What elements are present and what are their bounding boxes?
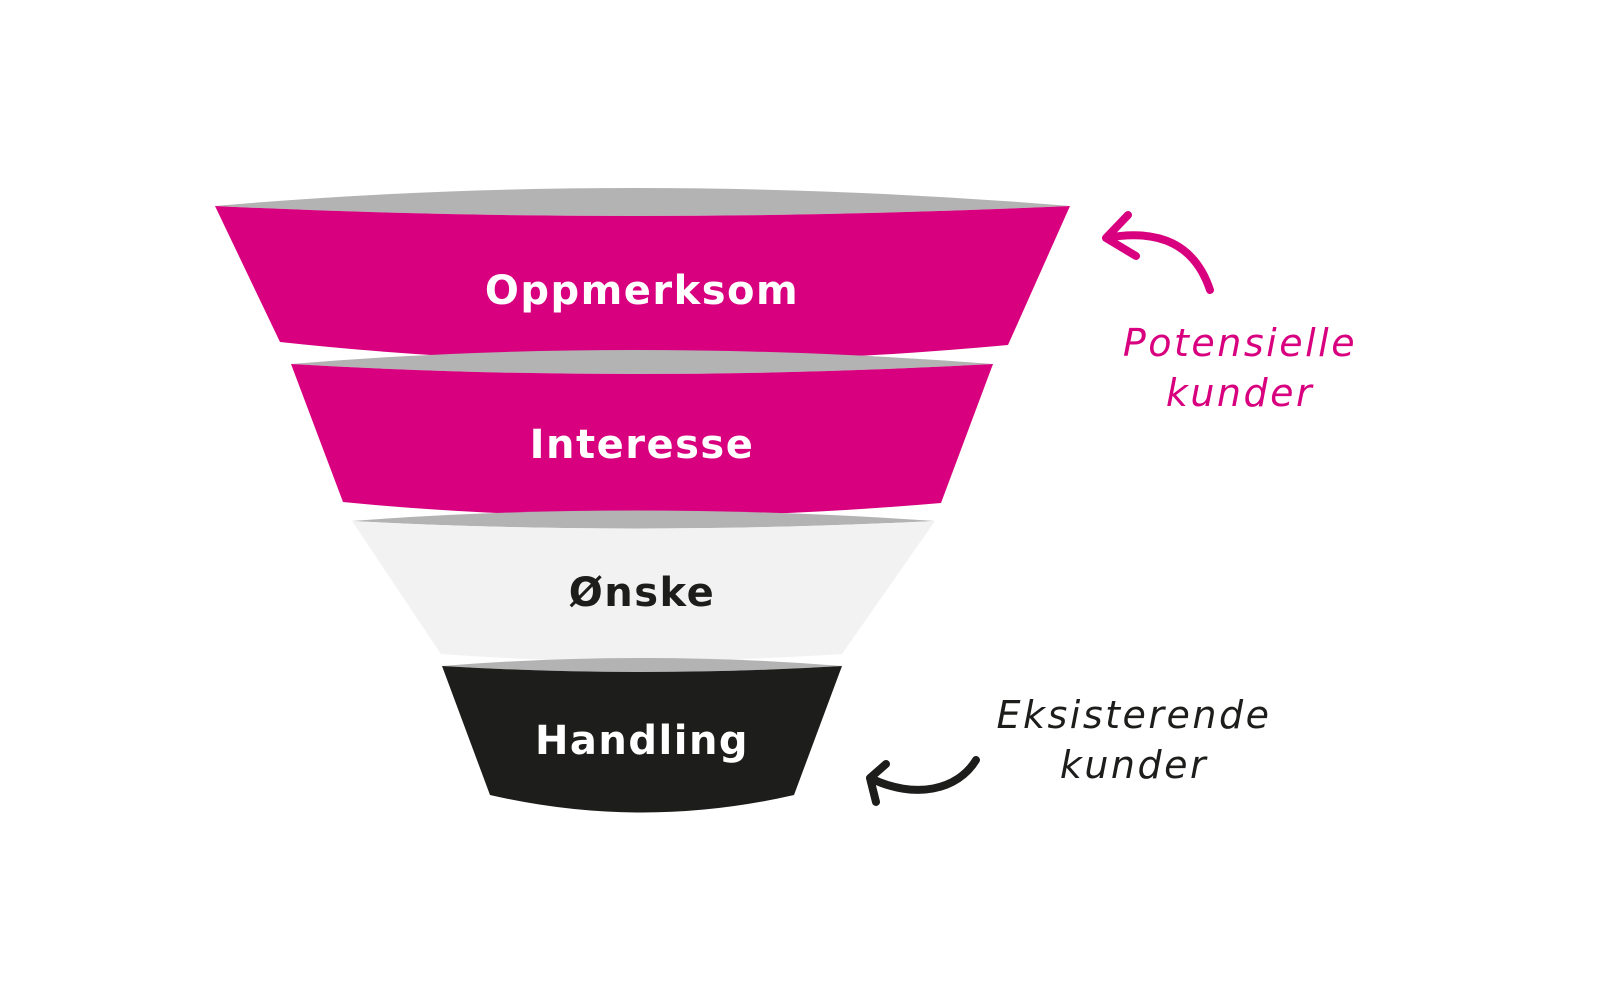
existing-customers-line2: kunder	[1060, 743, 1208, 787]
funnel-stage-2-rim	[291, 350, 993, 374]
annotation-potential-customers: Potensielle kunder	[1102, 211, 1357, 415]
existing-customers-line1: Eksisterende	[996, 693, 1271, 737]
funnel-stage-3-label: Ønske	[569, 570, 715, 616]
potential-customers-line2: kunder	[1166, 371, 1314, 415]
annotation-existing-customers: Eksisterende kunder	[866, 693, 1271, 806]
curved-arrow-left-icon	[866, 756, 980, 806]
funnel-stage-onske: Ønske	[352, 510, 935, 661]
funnel-stage-1-band	[215, 206, 1070, 362]
funnel-stage-2-label: Interesse	[530, 422, 755, 468]
funnel-stage-handling: Handling	[442, 658, 842, 813]
funnel-stage-4-rim	[442, 658, 842, 672]
curved-arrow-left-icon	[1102, 211, 1214, 294]
funnel-stage-1-rim	[215, 188, 1070, 216]
funnel-stage-4-band	[442, 666, 842, 813]
funnel-stage-4-label: Handling	[535, 718, 749, 764]
funnel-stage-3-rim	[352, 510, 935, 529]
funnel-stage-2-band	[291, 364, 993, 517]
funnel-stage-interesse: Interesse	[291, 350, 993, 517]
funnel-stage-3-band	[352, 521, 935, 661]
funnel-stage-oppmerksom: Oppmerksom	[215, 188, 1070, 362]
funnel-stage-1-label: Oppmerksom	[485, 268, 799, 314]
potential-customers-line1: Potensielle	[1123, 321, 1357, 365]
